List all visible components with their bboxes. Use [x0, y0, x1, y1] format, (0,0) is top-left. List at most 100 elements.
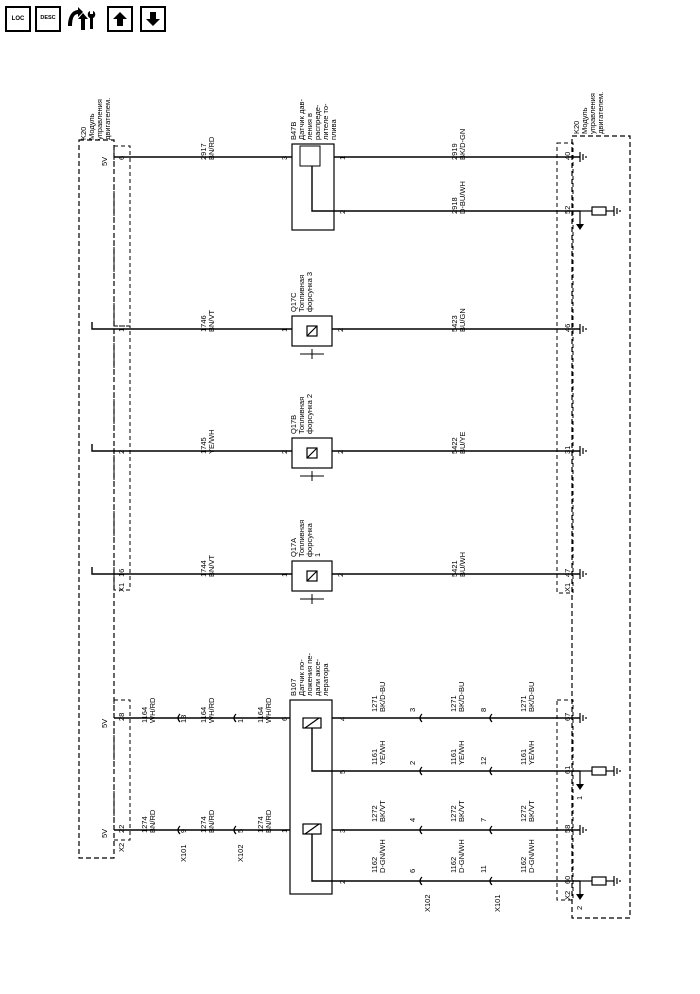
voltage-label: 5V [100, 157, 109, 166]
pin: 2 [336, 328, 345, 332]
pin: 2 [336, 450, 345, 454]
wire-label: YE/WH [378, 740, 387, 765]
wire-label: YE/WH [207, 429, 216, 454]
loc-button[interactable]: LOC [5, 6, 31, 32]
b107-label-5: лератора [321, 663, 330, 696]
wire-label: 1161 [449, 749, 458, 765]
voltage-label: 5V [100, 719, 109, 728]
pin: 3 [338, 829, 347, 833]
toolbar: LOC DESC [0, 0, 700, 44]
k20-left-label-2: Модуль [87, 113, 96, 140]
pin: 16 [117, 569, 126, 577]
wire-label: BK/VT [378, 800, 387, 822]
wire-label: 2918 [450, 197, 459, 214]
b47b-sensor-box [291, 143, 335, 231]
pin: 22 [117, 825, 126, 833]
k20-right-label-3: управления [588, 93, 597, 134]
pin: 6 [408, 869, 417, 873]
wire-label: 1162 [370, 857, 379, 873]
pin: 4 [338, 717, 347, 721]
wire-label: D-GN/WH [378, 839, 387, 873]
previous-page-button[interactable] [107, 6, 133, 32]
wire-label: 1164 [256, 707, 265, 723]
wire-label: YE/WH [457, 740, 466, 765]
q17a-label-2: Топливная [297, 520, 306, 557]
arrow-pin: 2 [575, 906, 584, 910]
q17a-label-3: форсунка [305, 522, 314, 557]
wire-label: 1161 [519, 749, 528, 765]
diagnostic-button[interactable] [64, 6, 102, 32]
wire-label: 1272 [449, 805, 458, 822]
q17c-injector-box [291, 315, 333, 347]
b107-label-4: дали аксе- [313, 658, 322, 696]
pin: 1 [280, 573, 289, 577]
wire-label: BN/RD [264, 809, 273, 833]
pin: 12 [479, 757, 488, 765]
wire-label: 1271 [519, 695, 528, 712]
b47b-label-1: B47B [289, 122, 298, 140]
wire-label: WH/RD [264, 697, 273, 723]
wire-label: 5422 [450, 437, 459, 454]
k20-right-label-2: Модуль [580, 107, 589, 134]
connector-x102-bottom: X102 [423, 894, 432, 912]
diagnostic-arrows-wrench-icon [68, 7, 96, 30]
pin: 67 [563, 713, 572, 721]
pin: 2 [338, 210, 347, 214]
pin: 58 [563, 825, 572, 833]
wire-label: 1274 [199, 816, 208, 833]
b107-sensor-box [289, 699, 333, 895]
wire-label: D-GN/WH [457, 839, 466, 873]
wire-label: D-GN/WH [527, 839, 536, 873]
k20-left-label-3: управления [95, 99, 104, 140]
wire-label: BK/D-BU [527, 682, 536, 712]
k20-right-connector-box-x2 [556, 699, 574, 901]
k20-right-label-1: K20 [572, 121, 581, 134]
pin: 6 [280, 717, 289, 721]
connector-x101-top: X101 [179, 844, 188, 862]
pin: 28 [117, 713, 126, 721]
pin: 2 [408, 761, 417, 765]
wire-label: 1162 [519, 857, 528, 873]
q17b-label-3: форсунка 2 [305, 394, 314, 434]
wire-label: BN/RD [148, 809, 157, 833]
next-page-button[interactable] [140, 6, 166, 32]
wire-label: 2917 [199, 143, 208, 160]
q17c-label-3: форсунка 3 [305, 272, 314, 312]
pin: 1 [280, 328, 289, 332]
k20-left-label-1: K20 [79, 127, 88, 140]
wire-label: BK/D-BU [457, 682, 466, 712]
wire-label: BN/VT [207, 554, 216, 577]
pin: 46 [563, 324, 572, 332]
pin: 40 [563, 152, 572, 160]
pin: 47 [563, 569, 572, 577]
q17c-label-2: Топливная [297, 275, 306, 312]
wire-label: BK/VT [527, 800, 536, 822]
wire-label: 1164 [199, 707, 208, 723]
wire-label: 1274 [140, 816, 149, 833]
pin: 2 [280, 450, 289, 454]
pin: 2 [336, 573, 345, 577]
k20-left-connector-box-x2 [113, 699, 131, 841]
wire-label: 1746 [199, 315, 208, 332]
pin: 11 [479, 865, 488, 873]
wire-label: 5423 [450, 315, 459, 332]
connector-x1-right: X1 [563, 583, 572, 592]
arrow-pin: 1 [575, 796, 584, 800]
q17a-injector-box [291, 560, 333, 592]
k20-left-connector-box [113, 145, 131, 327]
wire-label: 1272 [370, 805, 379, 822]
q17a-label-4: 1 [313, 553, 322, 557]
desc-button[interactable]: DESC [35, 6, 61, 32]
b107-label-3: ложения пе- [305, 653, 314, 696]
pin: 1 [117, 328, 126, 332]
wire-label: 1744 [199, 560, 208, 577]
b107-label-1: B107 [289, 678, 298, 696]
pin: 2 [338, 880, 347, 884]
pin: 1 [338, 156, 347, 160]
b47b-label-4: распреде- [313, 104, 322, 140]
q17c-label-1: Q17C [289, 292, 298, 312]
pin: 5 [338, 770, 347, 774]
k20-left-label-4: двигателем. [103, 98, 112, 140]
pin: 13 [179, 715, 188, 723]
